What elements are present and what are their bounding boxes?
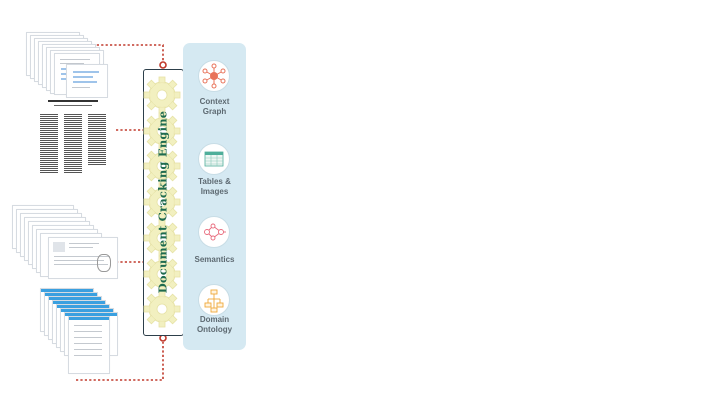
network-icon [198,60,230,92]
report-stack-icon [10,205,120,280]
output-label-domain-ontology: Domain Ontology [196,315,233,334]
output-label-semantics: Semantics [194,255,235,264]
connector-node-top [159,61,167,69]
semantic-graph-icon [198,216,230,248]
output-label-context-graph: Context Graph [199,97,230,116]
ontology-tree-icon [198,284,230,316]
output-label-tables-images: Tables & Images [198,177,231,196]
table-icon [198,143,230,175]
document-stack-icon [22,30,112,100]
engine-title-wrap: Document Cracking Engine [143,69,182,334]
table-sheet-stack-icon [36,288,126,378]
research-paper-icon [40,98,110,178]
connector-docs [88,44,164,64]
engine-title: Document Cracking Engine [155,110,170,293]
